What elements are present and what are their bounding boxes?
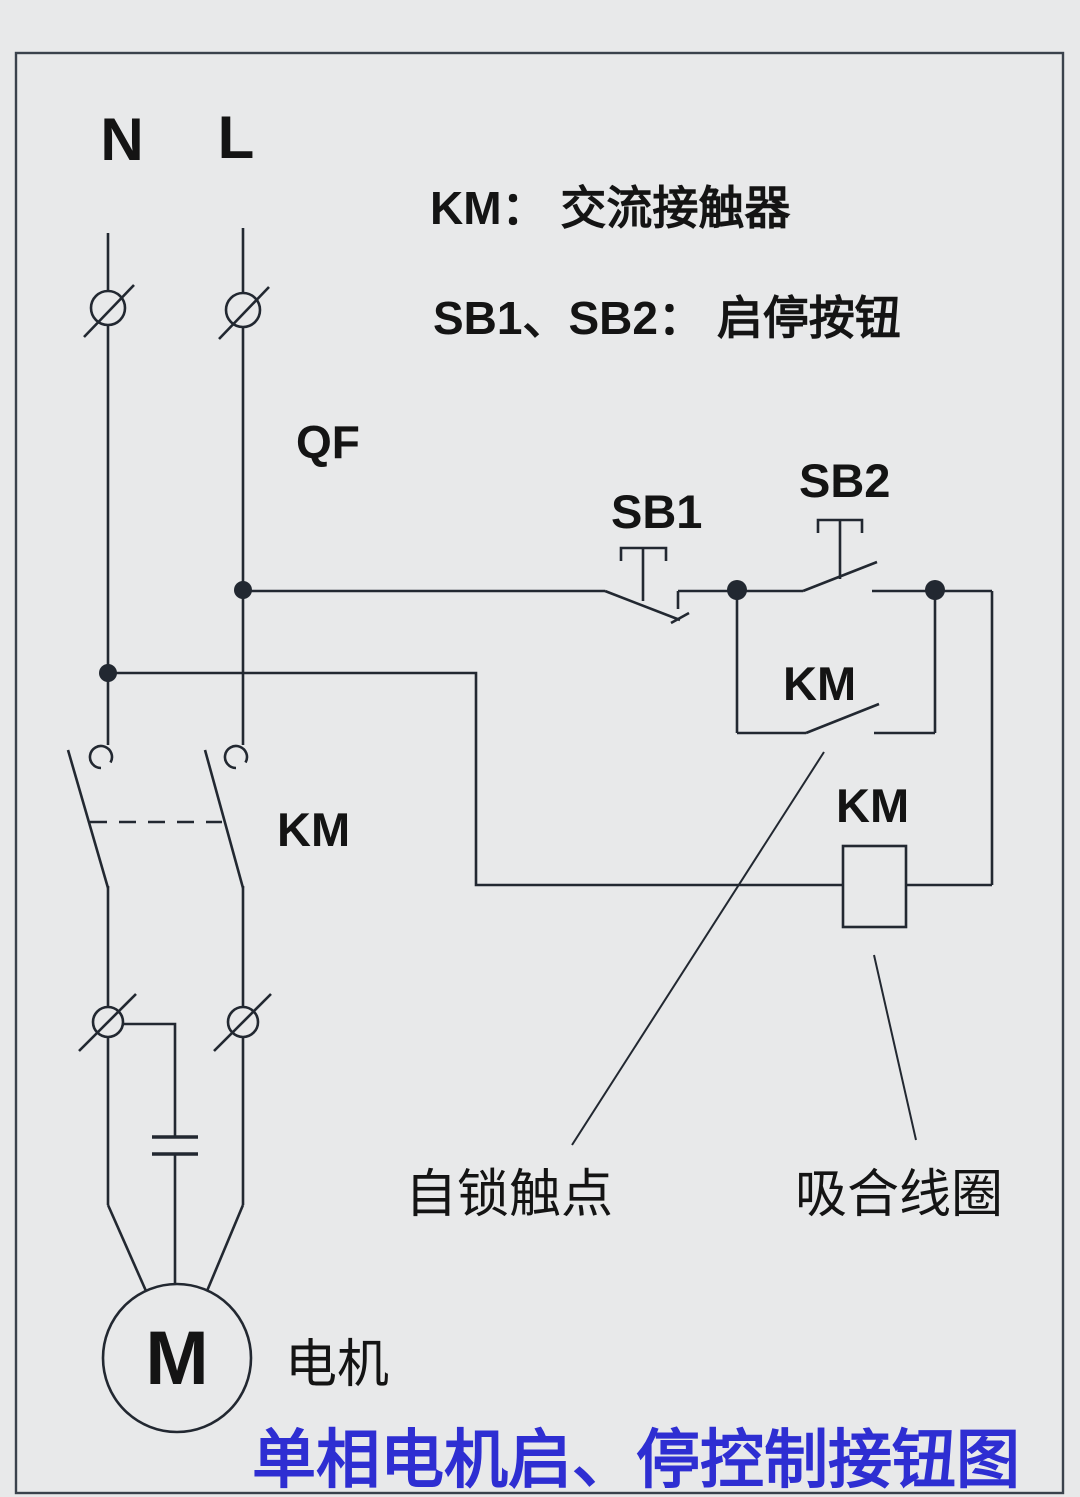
- km-aux-label: KM: [783, 657, 856, 710]
- motor-circle-icon: [101, 1282, 253, 1434]
- l-main-contact-hook-icon: [223, 744, 249, 770]
- sb2-actuator-cap-icon: [816, 518, 864, 533]
- sb1-blade-tick: [670, 611, 690, 625]
- legend-km-line: KM： 交流接触器: [430, 182, 791, 234]
- aux-contact-blade: [805, 702, 880, 735]
- n-lower-terminal-slash-icon: [78, 993, 137, 1052]
- qf-label: QF: [296, 416, 360, 468]
- l-lower-terminal-slash-icon: [213, 993, 272, 1052]
- l-main-contact-blade: [203, 749, 245, 889]
- diagram-title: 单相电机启、停控制接钮图: [252, 1424, 1020, 1496]
- power-line-l: [203, 228, 272, 1292]
- motor-letter-label: M: [145, 1316, 208, 1401]
- km-aux-contact-loop: [735, 590, 937, 735]
- diagram-frame: [14, 51, 1065, 1495]
- control-circuit: [108, 518, 994, 929]
- l-phase-label: L: [218, 104, 255, 171]
- sb1-actuator-cap-icon: [619, 546, 668, 561]
- n-breaker-terminal-icon: [89, 289, 127, 327]
- n-to-motor-wire: [106, 1204, 148, 1292]
- n-phase-label: N: [100, 106, 143, 173]
- km-main-label: KM: [277, 803, 350, 856]
- n-main-contact-blade: [66, 749, 110, 889]
- sb1-button-symbol: [604, 546, 690, 625]
- l-breaker-terminal-icon: [224, 291, 262, 329]
- pull-in-coil-annotation: 吸合线圈: [795, 1166, 1003, 1224]
- sb1-blade: [604, 589, 681, 622]
- power-line-n: [66, 233, 148, 1292]
- self-lock-leader-line: [571, 751, 825, 1146]
- sb1-label: SB1: [611, 485, 702, 538]
- sb2-button-symbol: [737, 518, 935, 593]
- km-coil-label: KM: [836, 779, 909, 832]
- coil-feed-wire: [108, 671, 843, 887]
- l-breaker-slash-icon: [218, 286, 270, 340]
- legend-sb-line: SB1、SB2： 启停按钮: [433, 292, 901, 344]
- n-breaker-slash-icon: [83, 284, 135, 338]
- capacitor-branch: [122, 1022, 198, 1285]
- sb2-label: SB2: [799, 454, 890, 507]
- capacitor-top-wire: [122, 1022, 177, 1137]
- l-to-motor-wire: [205, 1204, 245, 1292]
- km-coil-box-icon: [841, 844, 908, 929]
- motor-name-label: 电机: [285, 1336, 389, 1394]
- motor-symbol: [101, 1282, 253, 1434]
- self-lock-annotation: 自锁触点: [405, 1166, 613, 1224]
- coil-leader-line: [873, 954, 917, 1141]
- n-main-contact-hook-icon: [88, 744, 114, 770]
